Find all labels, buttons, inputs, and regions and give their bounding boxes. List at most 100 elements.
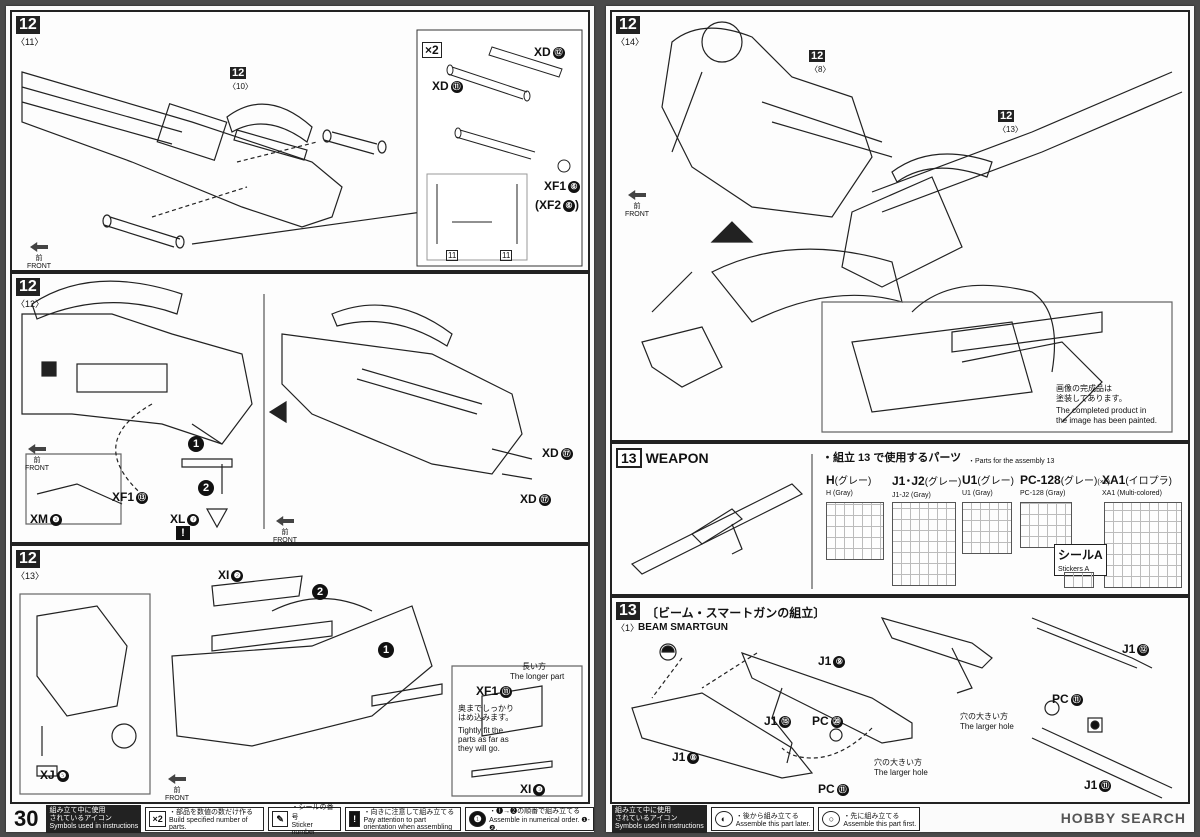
front-label: 前 FRONT: [24, 457, 50, 472]
legend-heading: 組み立て中に使用 されているアイコン Symbols used in instr…: [46, 805, 142, 833]
ref-step-a: 12: [809, 50, 826, 62]
legend-jp: ・後から組み立てる: [735, 812, 799, 820]
page-number: 30: [14, 806, 39, 831]
longer-part-jp: 長い方: [522, 662, 546, 671]
step-sub-number: 〈1〉: [616, 623, 640, 633]
legend-en: Pay attention to part orientation when a…: [363, 817, 453, 831]
part-code: J1: [672, 750, 686, 764]
runner-code: XA1: [1102, 473, 1126, 487]
part-code: XI: [520, 782, 532, 796]
runner-code: J1･J2: [892, 474, 925, 488]
runner-h-label: H(グレー)H (Gray): [826, 472, 871, 498]
step-12-11-panel: 12 〈11〉: [10, 10, 590, 272]
part-number: ⑫: [1137, 643, 1150, 656]
part-number: ⑮: [779, 715, 792, 728]
runner-code: H: [826, 473, 835, 487]
part-code: XD: [432, 79, 449, 93]
part-number: ❼: [187, 513, 200, 526]
part-code: PC: [812, 714, 829, 728]
sticker-en: Stickers A: [1058, 566, 1090, 573]
left-footer: 30 組み立て中に使用 されているアイコン Symbols used in in…: [6, 804, 594, 836]
runner-j: [892, 502, 956, 586]
weapon-title: WEAPON: [645, 450, 709, 466]
step-sub-number: 〈14〉: [616, 37, 645, 47]
runner-color-en: PC-128 (Gray): [1020, 490, 1066, 497]
step-12-12-panel: 12 〈12〉: [10, 272, 590, 544]
step-number: 12: [16, 16, 40, 34]
front-arrow-icon: [628, 190, 646, 200]
front-arrow-icon: [276, 516, 294, 526]
hole-note-jp-b: 穴の大きい方: [960, 712, 1008, 721]
step-marker: 12 〈14〉: [616, 16, 644, 48]
part-number: ⑬: [136, 491, 149, 504]
step-sub-number: 〈13〉: [16, 571, 45, 581]
assembly-title-jp: 〔ビーム・スマートガンの組立〕: [646, 606, 826, 620]
order-1-icon: 1: [378, 642, 394, 658]
hole-note-en-b: The larger hole: [960, 722, 1014, 731]
front-label: 前 FRONT: [624, 203, 650, 218]
hole-note-en-a: The larger hole: [874, 768, 928, 777]
legend-jp: ・向きに注意して組み立てる: [363, 809, 455, 816]
parts-heading: ・組立 13 で使用するパーツ: [822, 452, 962, 464]
sticker-11-a: 11: [446, 250, 459, 261]
part-number: ⑨: [833, 655, 846, 668]
runner-xa1: [1104, 502, 1182, 588]
legend-jp: ・部品を数値の数だけ作る: [169, 809, 253, 816]
order-icon: ❶: [469, 811, 487, 827]
legend-en: Assemble in numerical order. ❶-❷.: [489, 817, 590, 832]
hole-note-jp-a: 穴の大きい方: [874, 758, 922, 767]
gun-rail-illustration: [21, 29, 583, 267]
runner-color-en: J1-J2 (Gray): [892, 492, 931, 499]
runner-u1-label: U1(グレー)U1 (Gray): [962, 472, 1014, 498]
part-code: XD: [542, 446, 559, 460]
runner-code: U1: [962, 473, 978, 487]
sticker-11-b: 11: [500, 250, 513, 261]
qty-label: ×2: [422, 42, 442, 58]
part-code: XJ: [40, 768, 55, 782]
legend-en: Sticker number: [291, 822, 316, 836]
front-arrow-icon: [28, 444, 46, 454]
step-number: 12: [16, 550, 40, 568]
part-number: ⑳: [830, 715, 843, 728]
part-code: (XF2: [535, 198, 562, 212]
part-number: ⑫: [552, 46, 565, 59]
runner-color-en: XA1 (Multi-colored): [1102, 490, 1162, 497]
part-number: ❷: [50, 513, 62, 526]
runner-pc128: [1020, 502, 1072, 548]
order-1-icon: 1: [188, 436, 204, 452]
runner-j-label: J1･J2(グレー)J1-J2 (Gray): [892, 472, 961, 500]
left-page: 12 〈11〉: [6, 6, 594, 836]
part-code: XM: [30, 512, 48, 526]
part-number: ⑪: [836, 783, 849, 796]
runner-pc128-label: PC-128(グレー)(×2)PC-128 (Gray): [1020, 472, 1110, 498]
part-code: XF1: [544, 179, 567, 193]
sticker-sheet: [1064, 572, 1094, 588]
assemble-first-icon: ○: [822, 811, 841, 827]
part-number: ❷: [231, 569, 244, 582]
assemble-later-icon: ◐: [714, 811, 733, 827]
front-indicator-b: 前 FRONT: [270, 516, 300, 544]
front-arrow-icon: [168, 774, 186, 784]
part-code: PC: [818, 782, 835, 796]
legend-jp: ・先に組み立てる: [843, 812, 900, 820]
